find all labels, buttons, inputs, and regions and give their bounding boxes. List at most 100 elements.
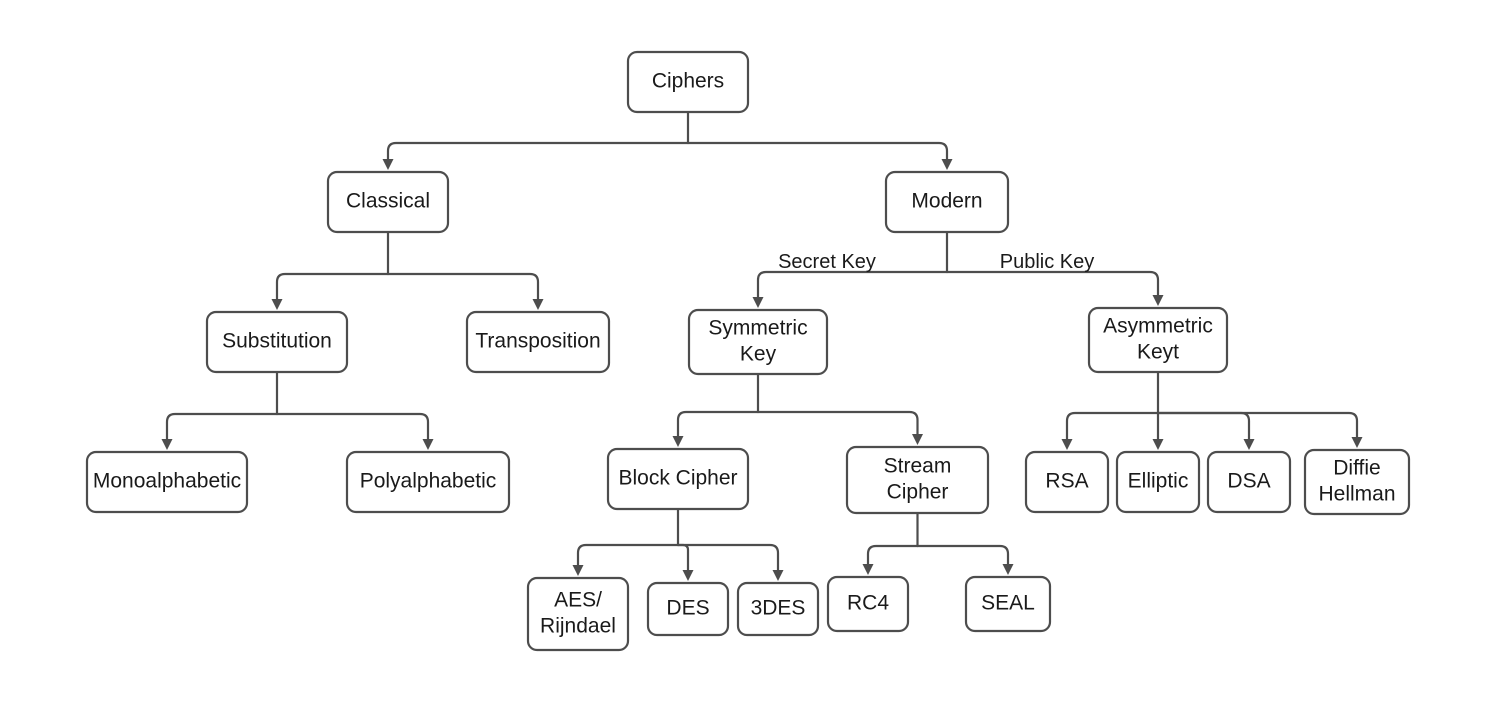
edge-line-classical-transposition bbox=[386, 272, 540, 301]
node-label-diffie-hellman: Diffie bbox=[1333, 457, 1380, 480]
node-box-seal[interactable] bbox=[964, 575, 1052, 633]
node-box-polyalphabetic[interactable] bbox=[345, 450, 511, 514]
node-box-rsa[interactable] bbox=[1024, 450, 1110, 514]
node-label-substitution: Substitution bbox=[222, 330, 332, 353]
node-box-symmetric-key[interactable] bbox=[687, 308, 829, 376]
node-monoalphabetic[interactable]: Monoalphabetic bbox=[85, 450, 249, 514]
node-label-transposition: Transposition bbox=[475, 330, 600, 353]
node-modern[interactable]: Modern bbox=[884, 170, 1010, 234]
arrowhead-classical-transposition bbox=[532, 299, 544, 310]
node-label-stream-cipher: Stream bbox=[884, 455, 952, 478]
node-label-elliptic: Elliptic bbox=[1128, 470, 1189, 493]
node-box-modern[interactable] bbox=[884, 170, 1010, 234]
arrowhead-block-des bbox=[682, 570, 694, 581]
node-box-aes-rijndael[interactable] bbox=[526, 576, 630, 652]
public-key-label: Public Key bbox=[1000, 251, 1095, 273]
arrowhead-symmetric-block bbox=[672, 436, 684, 447]
node-transposition[interactable]: Transposition bbox=[465, 310, 611, 374]
edge-line-classical-substitution bbox=[275, 272, 390, 301]
edge-line-stream-rc4 bbox=[866, 544, 919, 566]
arrowhead-asymmetric-elliptic bbox=[1152, 439, 1164, 450]
edge-line-substitution-poly bbox=[275, 412, 430, 441]
edge-asymmetric-elliptic bbox=[1152, 411, 1164, 450]
node-elliptic[interactable]: Elliptic bbox=[1115, 450, 1201, 514]
node-label-block-cipher: Block Cipher bbox=[618, 467, 737, 490]
node-label-des: DES bbox=[666, 597, 709, 620]
edge-modern-symmetric bbox=[752, 270, 949, 308]
edge-line-asymmetric-diffie bbox=[1156, 411, 1359, 439]
arrowhead-asymmetric-diffie bbox=[1351, 437, 1363, 448]
node-label-ciphers: Ciphers bbox=[652, 70, 724, 93]
node-label-diffie-hellman: Hellman bbox=[1318, 483, 1395, 506]
edge-line-modern-asymmetric bbox=[945, 270, 1160, 297]
node-box-des[interactable] bbox=[646, 581, 730, 637]
node-box-monoalphabetic[interactable] bbox=[85, 450, 249, 514]
secret-key-label: Secret Key bbox=[778, 251, 876, 273]
node-box-classical[interactable] bbox=[326, 170, 450, 234]
node-label-seal: SEAL bbox=[981, 592, 1035, 615]
node-label-aes-rijndael: AES/ bbox=[554, 589, 602, 612]
node-label-symmetric-key: Symmetric bbox=[708, 317, 807, 340]
node-polyalphabetic[interactable]: Polyalphabetic bbox=[345, 450, 511, 514]
arrowhead-substitution-mono bbox=[161, 439, 173, 450]
edge-line-ciphers-classical bbox=[386, 141, 690, 161]
edge-symmetric-stream bbox=[756, 410, 923, 445]
edge-line-stream-seal bbox=[916, 544, 1010, 566]
arrowhead-asymmetric-rsa bbox=[1061, 439, 1073, 450]
node-box-asymmetric-key[interactable] bbox=[1087, 306, 1229, 374]
node-box-dsa[interactable] bbox=[1206, 450, 1292, 514]
node-box-diffie-hellman[interactable] bbox=[1303, 448, 1411, 516]
edge-block-3des bbox=[676, 543, 784, 581]
node-label-3des: 3DES bbox=[751, 597, 806, 620]
node-label-modern: Modern bbox=[911, 190, 982, 213]
arrowhead-substitution-poly bbox=[422, 439, 434, 450]
edge-line-modern-symmetric bbox=[756, 270, 949, 299]
edge-substitution-mono bbox=[161, 412, 279, 450]
edge-labels-layer: Secret Key Public Key bbox=[778, 251, 1094, 273]
node-box-rc4[interactable] bbox=[826, 575, 910, 633]
node-label-asymmetric-key: Asymmetric bbox=[1103, 315, 1213, 338]
node-box-ciphers[interactable] bbox=[626, 50, 750, 114]
node-seal[interactable]: SEAL bbox=[964, 575, 1052, 633]
arrowhead-ciphers-classical bbox=[382, 159, 394, 170]
arrowhead-modern-symmetric bbox=[752, 297, 764, 308]
node-box-transposition[interactable] bbox=[465, 310, 611, 374]
node-label-asymmetric-key: Keyt bbox=[1137, 341, 1179, 364]
node-block-cipher[interactable]: Block Cipher bbox=[606, 447, 750, 511]
edge-substitution-poly bbox=[275, 412, 434, 450]
node-substitution[interactable]: Substitution bbox=[205, 310, 349, 374]
edge-modern-asymmetric bbox=[945, 270, 1164, 306]
node-box-3des[interactable] bbox=[736, 581, 820, 637]
edge-line-symmetric-block bbox=[676, 410, 760, 438]
node-box-elliptic[interactable] bbox=[1115, 450, 1201, 514]
node-box-stream-cipher[interactable] bbox=[845, 445, 990, 515]
node-rc4[interactable]: RC4 bbox=[826, 575, 910, 633]
edge-asymmetric-rsa bbox=[1061, 411, 1160, 450]
node-des[interactable]: DES bbox=[646, 581, 730, 637]
edge-stream-rc4 bbox=[862, 544, 919, 575]
node-label-aes-rijndael: Rijndael bbox=[540, 615, 616, 638]
edge-classical-substitution bbox=[271, 272, 390, 310]
node-box-block-cipher[interactable] bbox=[606, 447, 750, 511]
arrowhead-block-aes bbox=[572, 565, 584, 576]
node-aes-rijndael[interactable]: AES/Rijndael bbox=[526, 576, 630, 652]
arrowhead-asymmetric-dsa bbox=[1243, 439, 1255, 450]
node-box-substitution[interactable] bbox=[205, 310, 349, 374]
node-classical[interactable]: Classical bbox=[326, 170, 450, 234]
node-3des[interactable]: 3DES bbox=[736, 581, 820, 637]
node-label-symmetric-key: Key bbox=[740, 343, 777, 366]
node-label-classical: Classical bbox=[346, 190, 430, 213]
node-rsa[interactable]: RSA bbox=[1024, 450, 1110, 514]
edge-block-des bbox=[676, 543, 694, 581]
edge-asymmetric-diffie bbox=[1156, 411, 1363, 448]
arrowhead-stream-rc4 bbox=[862, 564, 874, 575]
node-dsa[interactable]: DSA bbox=[1206, 450, 1292, 514]
node-label-polyalphabetic: Polyalphabetic bbox=[360, 470, 497, 493]
node-ciphers[interactable]: Ciphers bbox=[626, 50, 750, 114]
edge-block-aes bbox=[572, 543, 680, 576]
